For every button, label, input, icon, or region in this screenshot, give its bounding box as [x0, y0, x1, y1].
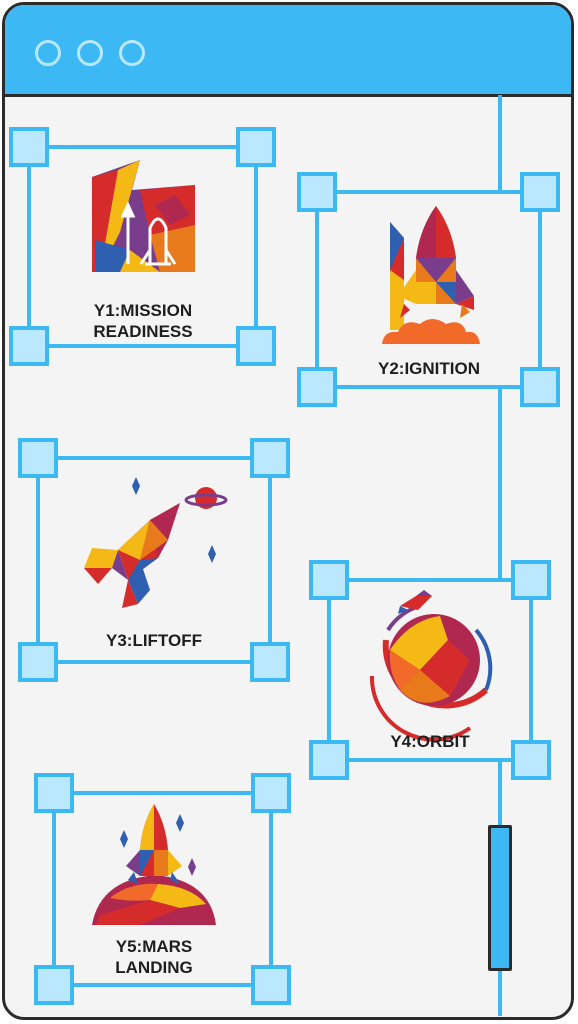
card-label-y2-line1: Y2:IGNITION [377, 359, 480, 378]
resize-handle[interactable] [236, 127, 276, 167]
resize-handle[interactable] [9, 326, 49, 366]
card-label-y2: Y2:IGNITION [345, 358, 513, 379]
card-label-y3-line1: Y3:LIFTOFF [105, 631, 202, 650]
mars-landing-icon [92, 804, 216, 925]
card-label-y5: Y5:MARS LANDING [70, 936, 238, 978]
resize-handle[interactable] [520, 172, 560, 212]
orbiting-planet-icon [369, 590, 493, 742]
card-label-y5-line2: LANDING [115, 958, 193, 977]
window-control-dot-3[interactable] [119, 40, 145, 66]
card-label-y1-line2: READINESS [93, 322, 193, 341]
resize-handle[interactable] [250, 642, 290, 682]
resize-handle[interactable] [251, 965, 291, 1005]
resize-handle[interactable] [18, 438, 58, 478]
card-label-y4: Y4:ORBIT [346, 731, 514, 752]
resize-handle[interactable] [9, 127, 49, 167]
resize-handle[interactable] [250, 438, 290, 478]
resize-handle[interactable] [34, 965, 74, 1005]
resize-handle[interactable] [511, 560, 551, 600]
window-control-dot-2[interactable] [77, 40, 103, 66]
card-frame-y4[interactable] [309, 560, 551, 780]
resize-handle[interactable] [520, 367, 560, 407]
card-frame-y1[interactable] [9, 127, 276, 366]
flying-rocket-icon [84, 477, 228, 608]
card-label-y1-line1: Y1:MISSION [93, 301, 193, 320]
resize-handle[interactable] [18, 642, 58, 682]
card-frame-y3[interactable] [18, 438, 290, 682]
card-label-y5-line1: Y5:MARS [115, 937, 193, 956]
card-label-y4-line1: Y4:ORBIT [390, 732, 470, 751]
title-bar [5, 5, 571, 97]
rocket-launch-icon [382, 206, 480, 344]
card-frame-y2[interactable] [297, 172, 560, 407]
resize-handle[interactable] [297, 367, 337, 407]
card-label-y1: Y1:MISSION READINESS [60, 300, 226, 342]
resize-handle[interactable] [34, 773, 74, 813]
resize-handle[interactable] [297, 172, 337, 212]
resize-handle[interactable] [309, 560, 349, 600]
banner-rockets-icon [92, 160, 195, 272]
resize-handle[interactable] [251, 773, 291, 813]
resize-handle[interactable] [236, 326, 276, 366]
card-frame-y5[interactable] [34, 773, 291, 1005]
resize-handle[interactable] [309, 740, 349, 780]
window-control-dot-1[interactable] [35, 40, 61, 66]
scrollbar-thumb[interactable] [488, 825, 512, 971]
resize-handle[interactable] [511, 740, 551, 780]
card-label-y3: Y3:LIFTOFF [70, 630, 238, 651]
